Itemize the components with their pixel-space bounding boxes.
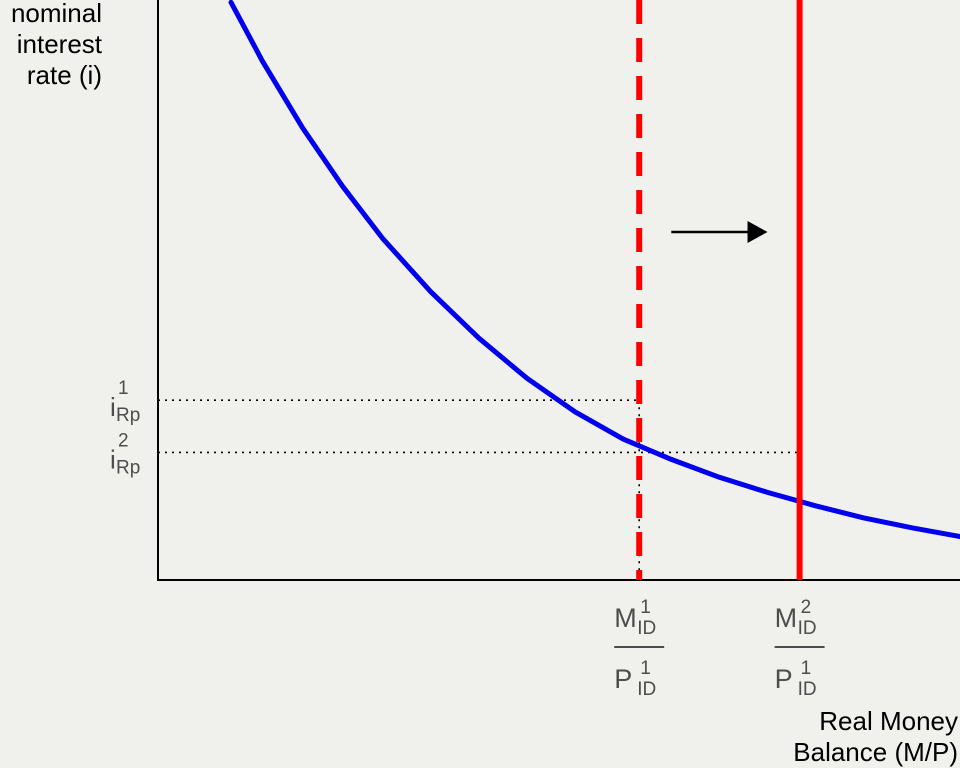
y-axis-label: nominal interest rate (i) (0, 0, 102, 91)
x-axis-label-line-1: Real Money (819, 706, 958, 736)
money-demand-curve (228, 0, 960, 539)
y-axis-label-line-2: interest (16, 29, 102, 59)
x-axis-label: Real Money Balance (M/P) (793, 706, 958, 768)
y-axis-label-line-1: nominal (10, 0, 102, 28)
shift-arrow-head (747, 221, 768, 243)
x-axis-label-line-2: Balance (M/P) (793, 737, 958, 767)
y-axis-label-line-3: rate (i) (26, 60, 102, 90)
